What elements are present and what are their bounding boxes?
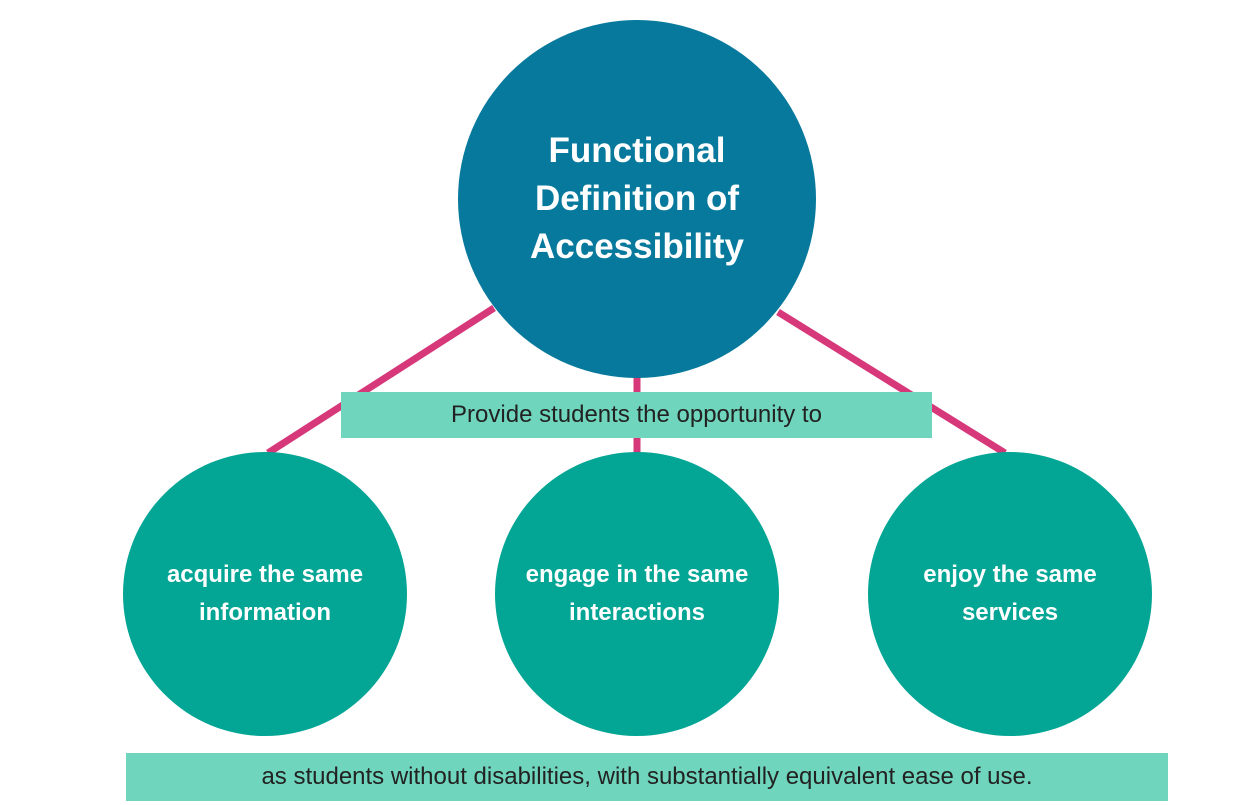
footer-text: as students without disabilities, with s… bbox=[261, 763, 1033, 790]
connector-label-banner: Provide students the opportunity to bbox=[341, 392, 932, 438]
child-node-label: engage in the same interactions bbox=[525, 561, 749, 626]
root-node-label: Functional Definition of Accessibility bbox=[530, 131, 744, 266]
connector-left bbox=[266, 305, 496, 456]
footer-banner: as students without disabilities, with s… bbox=[126, 753, 1168, 801]
child-node-engage: engage in the same interactions bbox=[495, 452, 779, 736]
child-node-enjoy: enjoy the same services bbox=[868, 452, 1152, 736]
root-node: Functional Definition of Accessibility bbox=[458, 20, 816, 378]
connector-right bbox=[776, 309, 1007, 456]
child-node-label: acquire the same information bbox=[166, 561, 364, 626]
connector-label-text: Provide students the opportunity to bbox=[451, 401, 822, 428]
child-node-label: enjoy the same services bbox=[923, 561, 1097, 626]
child-node-acquire: acquire the same information bbox=[123, 452, 407, 736]
